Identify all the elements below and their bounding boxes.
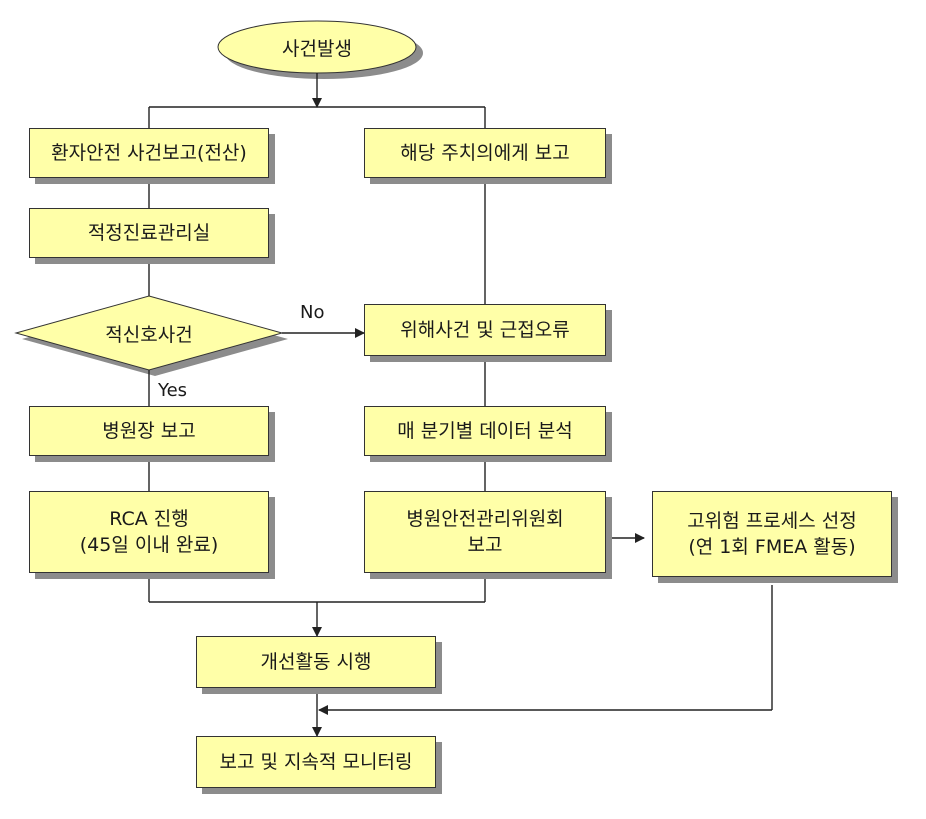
sentinel-label: 적신호사건 <box>105 323 193 346</box>
rca-line1: RCA 진행 <box>109 508 189 530</box>
quarterly-analysis-box: 매 분기별 데이터 분석 <box>364 406 606 456</box>
improvement-box: 개선활동 시행 <box>196 636 436 688</box>
qi-office-box: 적정진료관리실 <box>29 208 269 258</box>
committee-box: 병원안전관리위원회 보고 <box>364 491 606 573</box>
report-electronic-box: 환자안전 사건보고(전산) <box>29 128 269 178</box>
report-physician-box: 해당 주치의에게 보고 <box>364 128 606 178</box>
report-director-box: 병원장 보고 <box>29 406 269 456</box>
committee-line2: 보고 <box>467 534 503 556</box>
monitoring-box: 보고 및 지속적 모니터링 <box>196 736 436 788</box>
highrisk-box: 고위험 프로세스 선정 (연 1회 FMEA 활동) <box>652 491 892 577</box>
yes-label: Yes <box>158 380 188 401</box>
highrisk-line1: 고위험 프로세스 선정 <box>687 510 857 532</box>
highrisk-line2: (연 1회 FMEA 활동) <box>688 536 856 558</box>
rca-line2: (45일 이내 완료) <box>79 534 219 556</box>
no-label: No <box>300 302 325 323</box>
start-label: 사건발생 <box>282 37 352 60</box>
rca-box: RCA 진행 (45일 이내 완료) <box>29 491 269 573</box>
adverse-nearmiss-box: 위해사건 및 근접오류 <box>364 304 606 356</box>
committee-line1: 병원안전관리위원회 <box>406 508 564 530</box>
